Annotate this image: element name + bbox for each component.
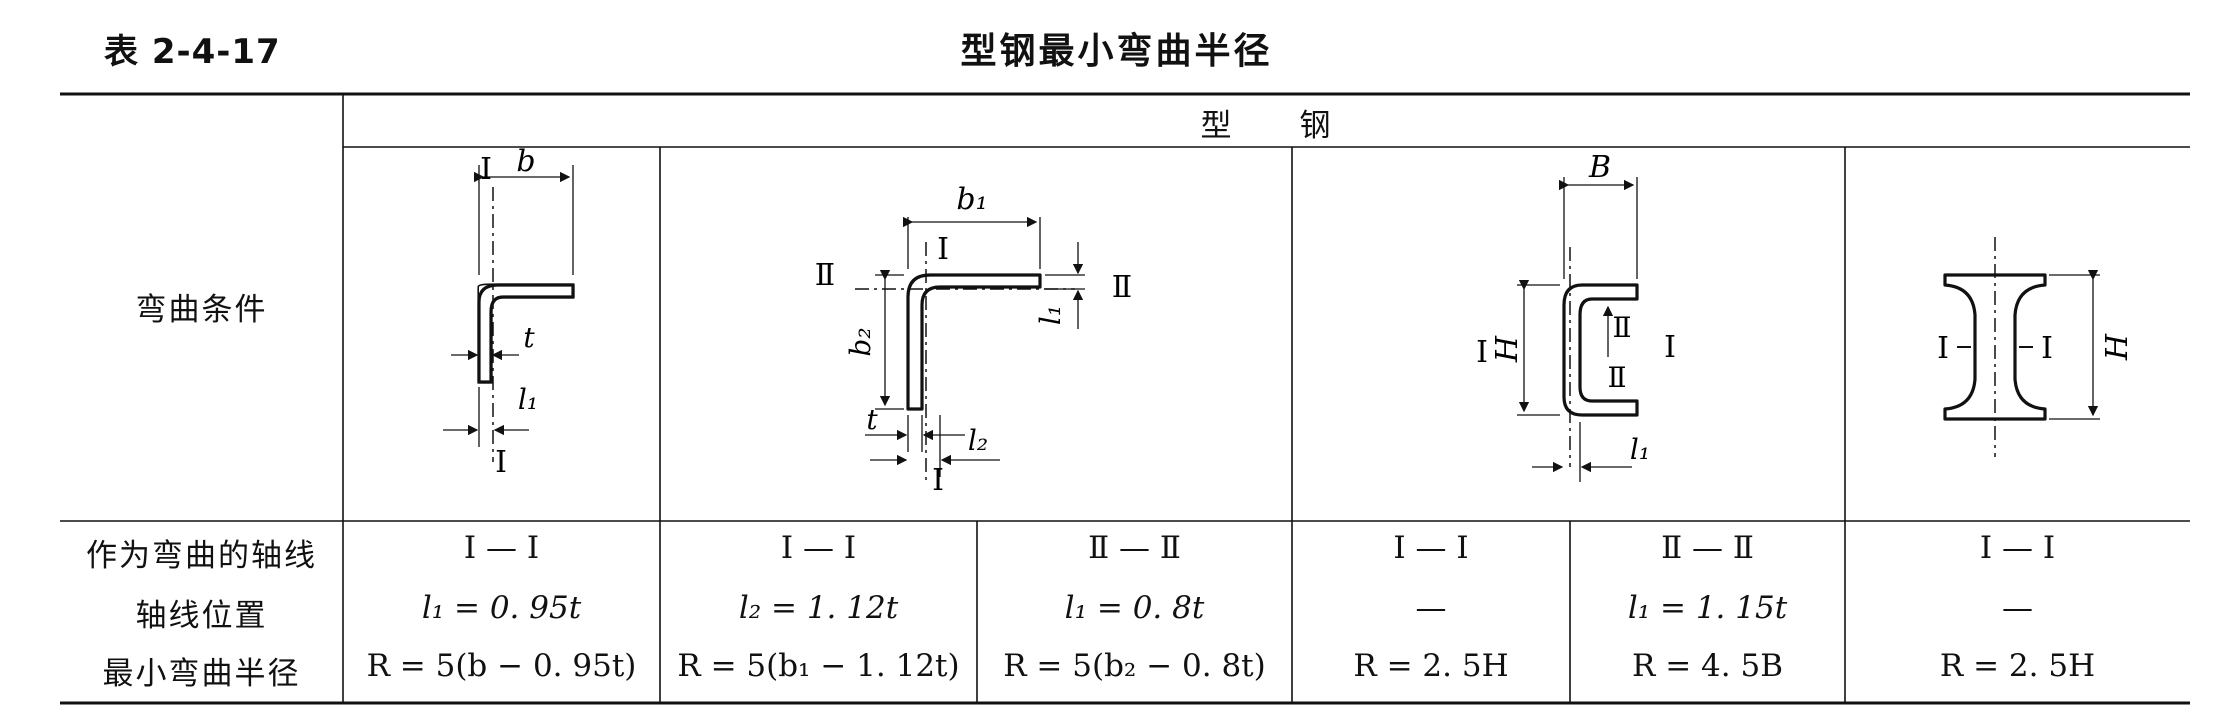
table-number: 表 2-4-17 (104, 32, 281, 72)
col2-position: l₂ = 1. 12t (738, 590, 899, 626)
ibeam-label-I-left: I (1937, 331, 1949, 366)
ibeam-label-I-right: I (2041, 331, 2053, 366)
angle-unequal-label-I-bottom: I (932, 463, 944, 498)
col3-radius: R = 5(b₂ − 0. 8t) (1003, 648, 1266, 684)
col4-axis: Ⅰ — Ⅰ (1393, 530, 1469, 566)
col3-axis: Ⅱ — Ⅱ (1088, 530, 1181, 566)
angle-unequal-label-I-top: I (937, 232, 949, 267)
ibeam-section (1943, 273, 2047, 421)
channel-figure: B I H Ⅱ Ⅱ I l₁ (1476, 150, 1676, 482)
angle-equal-label-I-bottom: I (495, 445, 507, 480)
channel-label-I-right: I (1664, 330, 1676, 365)
col6-axis: Ⅰ — Ⅰ (1979, 530, 2056, 566)
col1-axis: Ⅰ — Ⅰ (463, 530, 540, 566)
col6-position: — (2002, 590, 2033, 626)
angle-unequal-label-b1: b₁ (956, 182, 987, 217)
row-label-condition: 弯曲条件 (135, 292, 268, 328)
col4-radius: R = 2. 5H (1353, 648, 1509, 684)
angle-equal-label-I-top: I (480, 152, 492, 187)
col4-position: — (1415, 590, 1447, 626)
angle-unequal-label-b2: b₂ (844, 327, 877, 356)
angle-equal-label-l1: l₁ (518, 383, 538, 416)
angle-unequal-label-l1: l₁ (1034, 305, 1067, 325)
angle-unequal-label-II-left: Ⅱ (815, 258, 835, 293)
row-label-radius: 最小弯曲半径 (102, 656, 301, 692)
col5-radius: R = 4. 5B (1632, 648, 1783, 684)
channel-label-H: H (1490, 335, 1525, 363)
angle-unequal-label-l2: l₂ (968, 424, 988, 457)
col1-position: l₁ = 0. 95t (421, 590, 582, 626)
ibeam-figure: I I H (1937, 237, 2135, 457)
col1-radius: R = 5(b − 0. 95t) (366, 648, 637, 684)
col2-axis: Ⅰ — Ⅰ (780, 530, 857, 566)
angle-unequal-label-t: t (866, 403, 878, 436)
col2-radius: R = 5(b₁ − 1. 12t) (677, 648, 960, 684)
channel-label-l1: l₁ (1630, 433, 1650, 466)
group-header: 型 钢 (1200, 108, 1333, 144)
col6-radius: R = 2. 5H (1939, 648, 2096, 684)
table-title: 型钢最小弯曲半径 (960, 31, 1273, 72)
col3-position: l₁ = 0. 8t (1064, 590, 1205, 626)
channel-label-B: B (1588, 150, 1611, 185)
ibeam-label-H: H (2100, 333, 2135, 361)
row-label-axis: 作为弯曲的轴线 (86, 538, 317, 574)
angle-equal-label-t: t (523, 321, 535, 354)
channel-label-II-bottom: Ⅱ (1607, 361, 1626, 394)
col5-axis: Ⅱ — Ⅱ (1661, 530, 1754, 566)
row-label-position: 轴线位置 (135, 598, 268, 634)
channel-label-II-top: Ⅱ (1612, 311, 1631, 344)
col5-position: l₁ = 1. 15t (1627, 590, 1788, 626)
angle-equal-figure: I b t l₁ I (443, 147, 575, 480)
angle-unequal-figure: b₁ I Ⅱ b₂ Ⅱ l₁ t l₂ I (815, 182, 1132, 498)
angle-unequal-section (906, 273, 1042, 411)
angle-unequal-label-II-right: Ⅱ (1112, 270, 1132, 305)
channel-section (1562, 283, 1639, 417)
angle-equal-label-b: b (516, 147, 535, 179)
channel-label-I-left: I (1476, 335, 1488, 370)
